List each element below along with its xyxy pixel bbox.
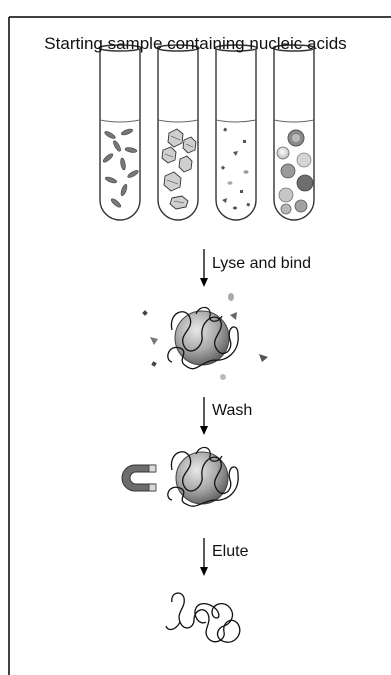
magnet-icon (122, 465, 156, 491)
figure-title: Starting sample containing nucleic acids (0, 34, 391, 54)
tube-cells (273, 45, 315, 220)
bead-with-debris (142, 293, 268, 380)
arrow-lyse (200, 249, 208, 287)
step-label-lyse-bind: Lyse and bind (212, 255, 311, 273)
step-label-elute: Elute (212, 543, 248, 561)
bead-washed (168, 447, 238, 506)
tube-debris (215, 45, 257, 220)
eluted-nucleic-acid (166, 593, 240, 642)
step-label-wash: Wash (212, 402, 252, 420)
tube-viruses (157, 45, 199, 220)
arrow-elute (200, 538, 208, 576)
arrow-wash (200, 397, 208, 435)
tube-bacteria (99, 45, 141, 220)
